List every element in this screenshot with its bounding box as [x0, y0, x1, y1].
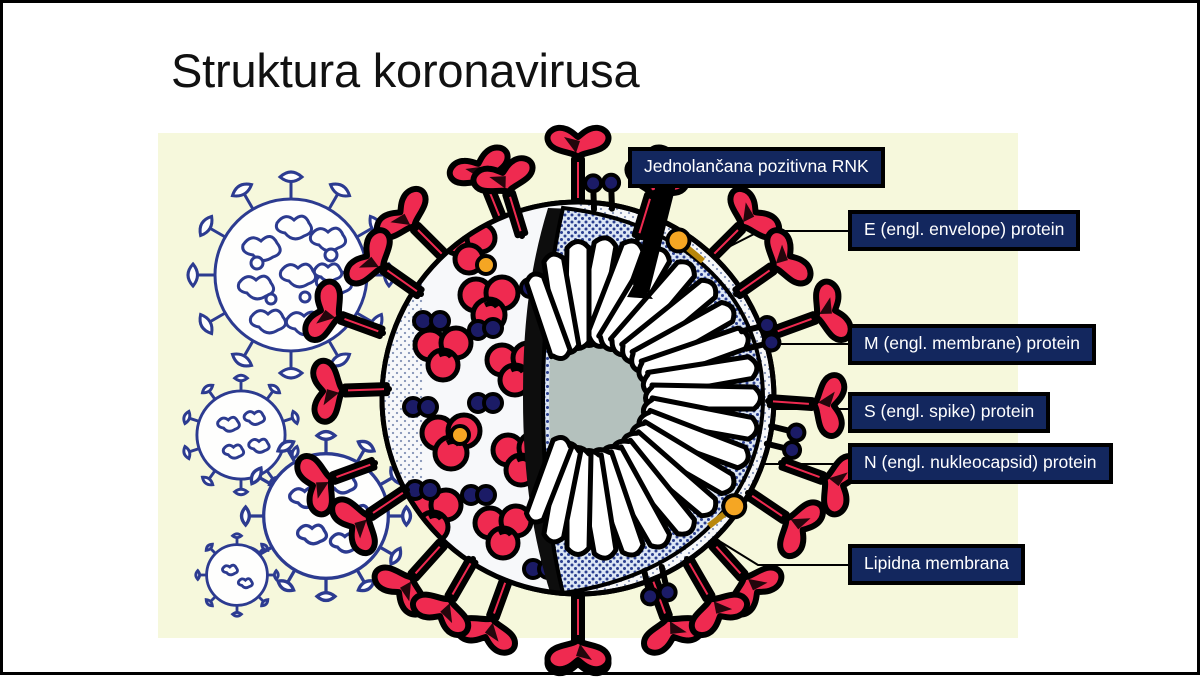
callout-e-protein-label: E (engl. envelope) protein: [864, 219, 1065, 239]
callout-s-protein[interactable]: S (engl. spike) protein: [848, 392, 1051, 433]
callout-lipid-membrane[interactable]: Lipidna membrana: [848, 544, 1025, 585]
callout-m-protein[interactable]: M (engl. membrane) protein: [848, 324, 1096, 365]
callout-m-protein-label: M (engl. membrane) protein: [864, 333, 1080, 353]
page-title: Struktura koronavirusa: [171, 44, 640, 97]
callout-n-protein[interactable]: N (engl. nukleocapsid) protein: [848, 443, 1113, 484]
callout-lipid-membrane-label: Lipidna membrana: [864, 553, 1009, 573]
callout-rna-label: Jednolančana pozitivna RNK: [644, 156, 869, 176]
callout-s-protein-label: S (engl. spike) protein: [864, 401, 1035, 421]
callout-e-protein[interactable]: E (engl. envelope) protein: [848, 210, 1081, 251]
callout-rna[interactable]: Jednolančana pozitivna RNK: [628, 147, 885, 188]
callout-n-protein-label: N (engl. nukleocapsid) protein: [864, 452, 1097, 472]
